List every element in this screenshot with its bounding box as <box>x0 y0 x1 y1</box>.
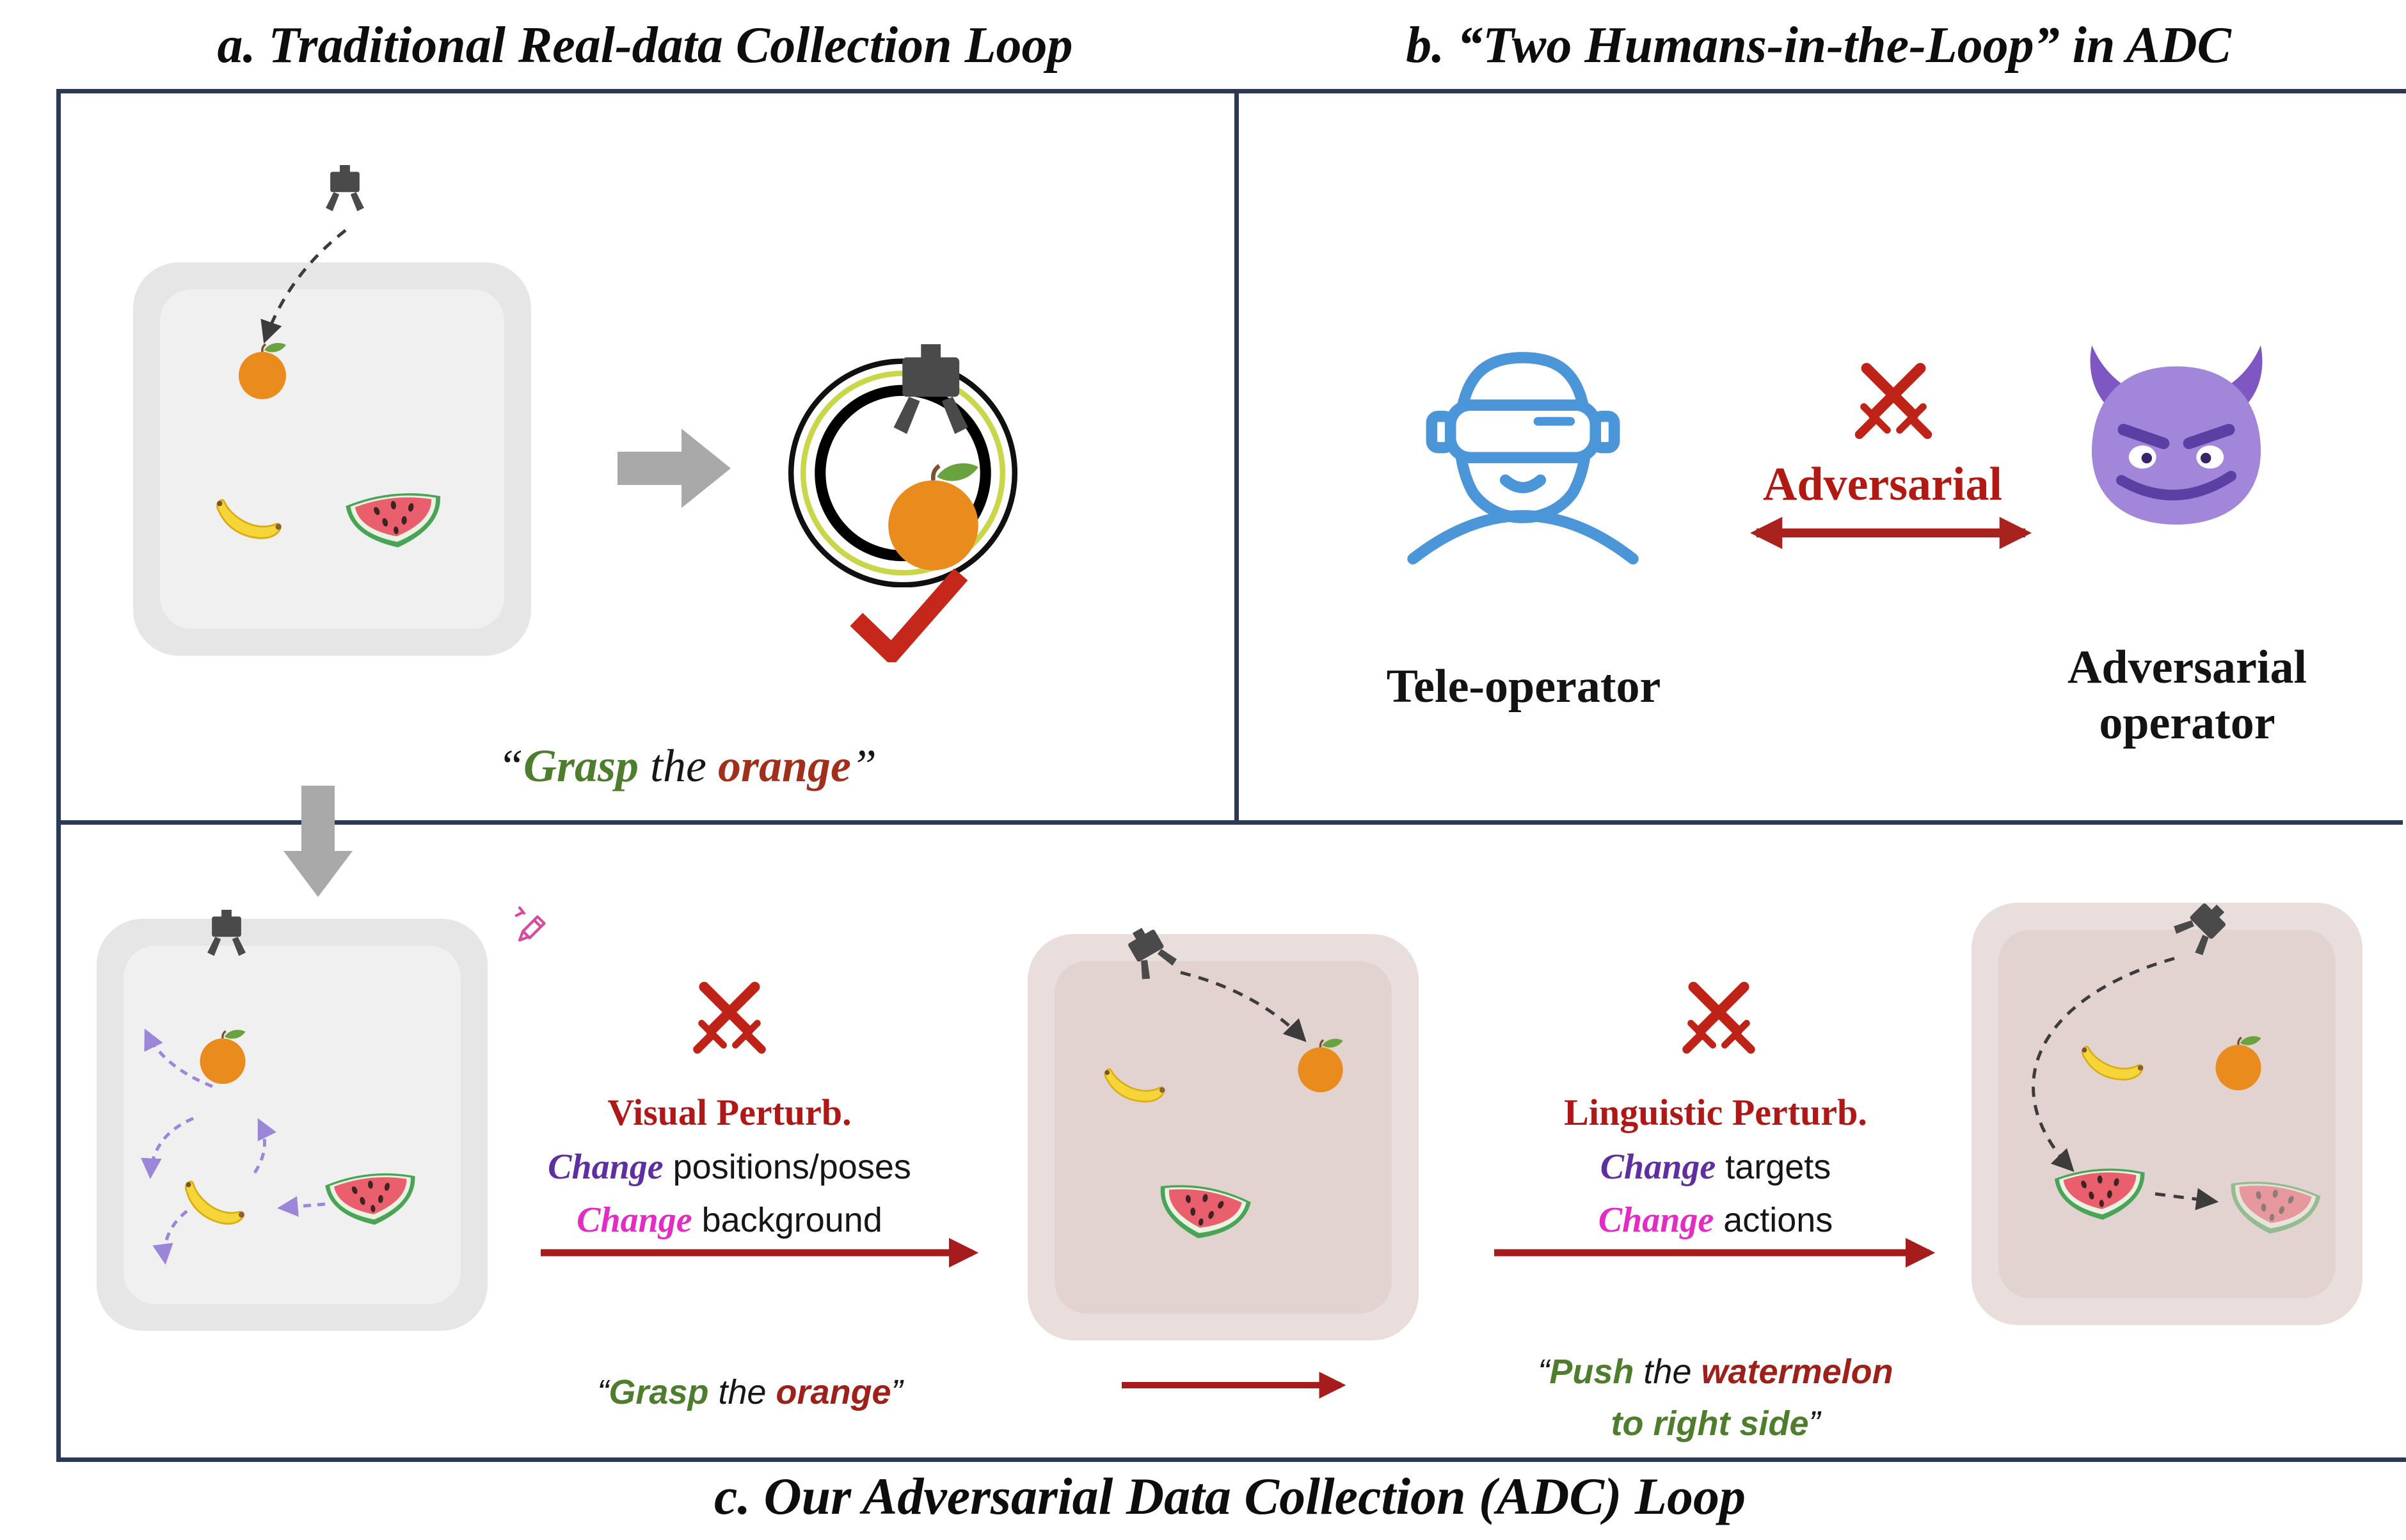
checkmark-icon <box>850 568 968 662</box>
devil-face-icon <box>2071 341 2282 539</box>
crossed-swords-icon <box>1849 356 1938 445</box>
workspace-tray-c-right <box>1972 903 2362 1325</box>
tele-operator-label: Tele-operator <box>1386 660 1661 713</box>
panel-b-title: b. “Two Humans-in-the-Loop” in ADC <box>1406 17 2231 74</box>
camera-lens-icon <box>788 344 1018 587</box>
workspace-tray-a <box>133 262 531 656</box>
push-line2: to right side” <box>1538 1398 1893 1450</box>
change-word: Change <box>577 1200 692 1240</box>
adversarial-operator-label: Adversarial operator <box>2067 640 2307 752</box>
open-quote: “ <box>1538 1353 1550 1391</box>
instruction-object: orange <box>776 1373 891 1411</box>
instruction-connector: the <box>1634 1353 1701 1391</box>
watermelon-slice-ghost-icon <box>2222 1168 2325 1244</box>
line-rest: background <box>692 1201 882 1239</box>
robot-gripper-icon <box>198 910 255 966</box>
instruction-object: orange <box>717 740 852 791</box>
linguistic-perturb-line1: Change targets <box>1600 1147 1831 1187</box>
crossed-swords-icon <box>1677 975 1761 1060</box>
close-quote: ” <box>1808 1404 1820 1443</box>
panel-c-title: c. Our Adversarial Data Collection (ADC)… <box>714 1467 1746 1525</box>
instruction-direction: to right side <box>1611 1404 1809 1443</box>
change-word: Change <box>1598 1200 1714 1240</box>
instruction-verb: Push <box>1549 1353 1634 1391</box>
tray-floor <box>1998 930 2336 1298</box>
orange-icon <box>192 1025 253 1086</box>
visual-perturb-title: Visual Perturb. <box>607 1091 852 1133</box>
orange-icon <box>1290 1034 1351 1095</box>
line-rest: positions/poses <box>663 1148 911 1186</box>
line-rest: targets <box>1716 1148 1831 1186</box>
panel-divider-vertical <box>1234 89 1239 820</box>
open-quote: “ <box>497 740 523 791</box>
orange-icon <box>2208 1031 2269 1093</box>
workspace-tray-c-left <box>97 919 488 1331</box>
crossed-swords-icon <box>687 975 772 1060</box>
instruction-push-c: “Push the watermelon to right side” <box>1538 1346 1893 1450</box>
instruction-grasp-c: “Grasp the orange” <box>597 1367 902 1418</box>
instruction-object: watermelon <box>1701 1353 1893 1391</box>
pencil-edit-icon <box>511 902 555 947</box>
linguistic-perturb-line2: Change actions <box>1598 1200 1833 1241</box>
tray-floor <box>123 946 461 1304</box>
close-quote: ” <box>851 740 877 791</box>
figure-border <box>56 89 2406 1462</box>
tray-floor <box>160 289 504 629</box>
instruction-connector: the <box>639 740 718 791</box>
change-word: Change <box>1600 1147 1716 1187</box>
watermelon-slice-icon <box>321 1161 422 1233</box>
linguistic-perturb-title: Linguistic Perturb. <box>1564 1091 1867 1133</box>
instruction-connector: the <box>708 1373 776 1411</box>
tray-floor <box>1055 961 1392 1314</box>
orange-icon <box>230 338 294 402</box>
instruction-verb: Grasp <box>523 740 639 791</box>
close-quote: ” <box>891 1373 903 1411</box>
adversarial-label: Adversarial <box>1762 458 2003 511</box>
panel-a-title: a. Traditional Real-data Collection Loop <box>217 17 1073 74</box>
robot-gripper-icon <box>317 165 373 221</box>
open-quote: “ <box>597 1373 609 1411</box>
watermelon-slice-icon <box>341 480 449 557</box>
workspace-tray-c-middle <box>1028 934 1419 1340</box>
visual-perturb-line2: Change background <box>577 1200 882 1241</box>
change-word: Change <box>548 1147 664 1187</box>
adversarial-operator-line2: operator <box>2099 697 2275 750</box>
instruction-verb: Grasp <box>609 1373 709 1411</box>
adversarial-operator-line1: Adversarial <box>2067 641 2307 694</box>
line-rest: actions <box>1714 1201 1833 1239</box>
banana-icon <box>200 472 298 557</box>
panel-divider-horizontal <box>56 820 2403 825</box>
visual-perturb-line1: Change positions/poses <box>548 1147 911 1187</box>
push-line1: “Push the watermelon <box>1538 1346 1893 1398</box>
instruction-panel-a: “Grasp the orange” <box>498 740 877 793</box>
watermelon-slice-icon <box>2051 1157 2151 1226</box>
vr-teleoperator-icon <box>1395 303 1651 571</box>
banana-icon <box>173 1163 257 1235</box>
